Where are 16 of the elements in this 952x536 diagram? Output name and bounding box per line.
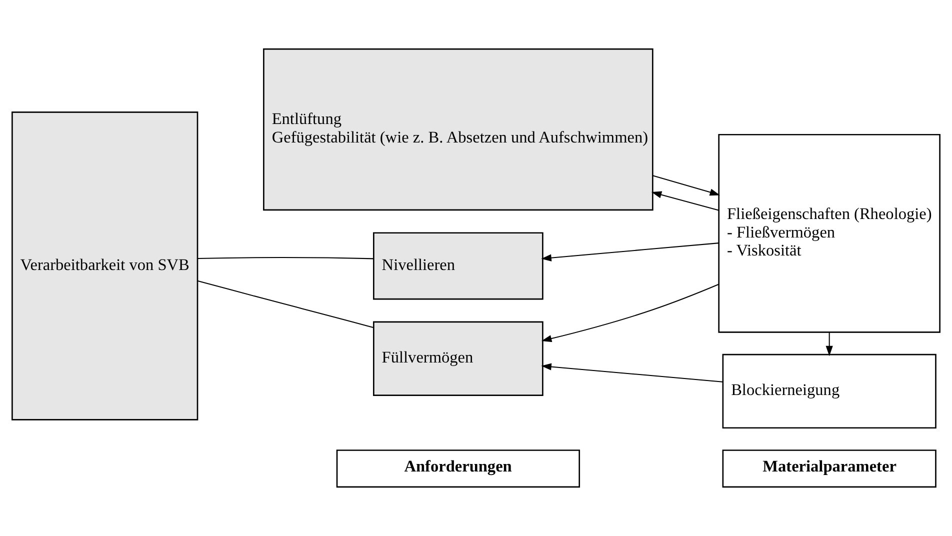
node-box: Füllvermögen	[373, 321, 544, 396]
arrow	[826, 332, 833, 356]
arrow	[651, 191, 719, 211]
arrow	[541, 242, 719, 262]
connector	[197, 280, 374, 328]
node-box: Anforderungen	[336, 450, 580, 488]
node-box: Materialparameter	[722, 450, 936, 488]
connector	[198, 257, 374, 260]
node-box: Blockierneigung	[722, 354, 936, 429]
arrow	[541, 284, 720, 342]
node-box: Nivellieren	[373, 232, 544, 300]
arrow	[541, 363, 723, 382]
arrow	[652, 175, 720, 196]
node-box: Verarbeitbarkeit von SVB	[12, 112, 198, 420]
node-box: Entlüftung Gefügestabilität (wie z. B. Absetzen und Aufschwimmen)	[263, 48, 654, 211]
node-box: Fließeigenschaften (Rheologie) - Fließvermögen - Viskosität	[718, 134, 940, 333]
